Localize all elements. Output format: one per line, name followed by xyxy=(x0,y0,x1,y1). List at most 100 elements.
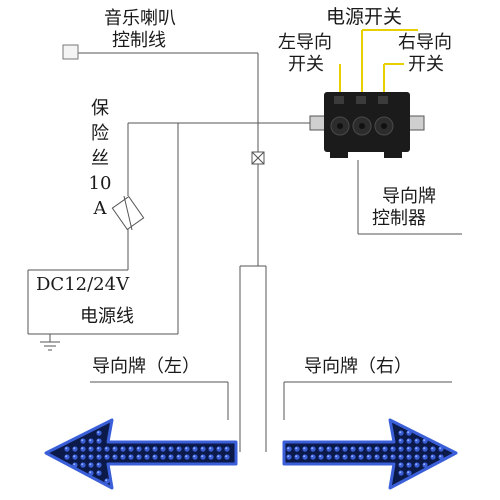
led-dot xyxy=(72,454,78,460)
led-dot xyxy=(398,446,404,452)
led-dot xyxy=(334,446,340,452)
led-dot-highlight xyxy=(105,455,108,458)
led-dot xyxy=(80,462,86,468)
led-dot xyxy=(326,446,332,452)
led-dot-highlight xyxy=(97,463,100,466)
led-dot xyxy=(144,454,150,460)
led-dot-highlight xyxy=(201,447,204,450)
led-dot xyxy=(310,446,316,452)
led-dot-highlight xyxy=(423,447,426,450)
led-dot-highlight xyxy=(209,455,212,458)
led-dot-highlight xyxy=(319,447,322,450)
knob-icon xyxy=(330,116,350,136)
led-dot-highlight xyxy=(391,455,394,458)
led-dot xyxy=(430,446,436,452)
led-dot xyxy=(422,438,428,444)
led-dot-highlight xyxy=(153,455,156,458)
led-dot xyxy=(80,454,86,460)
knob-icon xyxy=(374,116,394,136)
led-dot-highlight xyxy=(177,455,180,458)
led-dot xyxy=(294,446,300,452)
led-dot-highlight xyxy=(407,455,410,458)
led-dot-highlight xyxy=(407,439,410,442)
led-dot xyxy=(390,446,396,452)
led-dot-highlight xyxy=(65,455,68,458)
led-dot xyxy=(406,446,412,452)
led-dot-highlight xyxy=(351,447,354,450)
led-dot-highlight xyxy=(303,447,306,450)
led-dot-highlight xyxy=(145,447,148,450)
led-dot-highlight xyxy=(399,447,402,450)
led-dot xyxy=(128,454,134,460)
led-dot xyxy=(358,454,364,460)
led-dot-highlight xyxy=(287,455,290,458)
led-dot xyxy=(96,438,102,444)
led-dot xyxy=(406,438,412,444)
speaker-wire-label: 音乐喇叭 控制线 xyxy=(104,8,176,51)
led-dot-highlight xyxy=(201,455,204,458)
led-dot xyxy=(200,454,206,460)
led-dot-highlight xyxy=(97,431,100,434)
power-switch-label: 电源开关 xyxy=(326,6,403,28)
led-dot xyxy=(88,446,94,452)
led-dot-highlight xyxy=(81,455,84,458)
led-dot xyxy=(430,454,436,460)
ground-icon xyxy=(40,334,60,351)
led-dot-highlight xyxy=(217,455,220,458)
led-dot xyxy=(104,446,110,452)
led-dot-highlight xyxy=(359,455,362,458)
led-dot xyxy=(88,454,94,460)
led-dot xyxy=(72,462,78,468)
led-dot xyxy=(72,446,78,452)
led-dot xyxy=(176,454,182,460)
led-dot-highlight xyxy=(105,447,108,450)
led-dot-highlight xyxy=(383,455,386,458)
led-dot xyxy=(112,454,118,460)
led-dot-highlight xyxy=(327,455,330,458)
led-dot xyxy=(406,470,412,476)
led-dot xyxy=(438,454,444,460)
led-dot xyxy=(88,438,94,444)
led-dot-highlight xyxy=(415,439,418,442)
led-dot xyxy=(334,454,340,460)
led-dot xyxy=(406,454,412,460)
led-dot xyxy=(398,430,404,436)
led-dot-highlight xyxy=(193,455,196,458)
led-dot-highlight xyxy=(81,439,84,442)
led-dot xyxy=(160,446,166,452)
led-dot xyxy=(96,446,102,452)
led-dot xyxy=(96,470,102,476)
led-dot-highlight xyxy=(407,471,410,474)
led-dot xyxy=(168,446,174,452)
led-dot xyxy=(176,446,182,452)
right-arrow-icon xyxy=(282,418,458,490)
led-dot-highlight xyxy=(145,455,148,458)
led-dot xyxy=(382,454,388,460)
led-dot xyxy=(144,446,150,452)
led-dot xyxy=(88,470,94,476)
led-dot-highlight xyxy=(193,447,196,450)
led-dot-highlight xyxy=(359,447,362,450)
led-dot xyxy=(120,454,126,460)
led-dot xyxy=(406,462,412,468)
led-dot xyxy=(358,446,364,452)
led-dot-highlight xyxy=(121,455,124,458)
led-dot-highlight xyxy=(343,447,346,450)
led-dot-highlight xyxy=(319,455,322,458)
led-dot-highlight xyxy=(335,455,338,458)
led-dot xyxy=(414,454,420,460)
left-switch-label: 左导向 开关 xyxy=(278,32,332,75)
led-dot xyxy=(318,446,324,452)
controller-label: 导向牌 控制器 xyxy=(372,186,436,229)
led-dot-highlight xyxy=(97,455,100,458)
led-dot-highlight xyxy=(177,447,180,450)
led-dot-highlight xyxy=(121,447,124,450)
led-dot-highlight xyxy=(415,463,418,466)
led-dot-highlight xyxy=(97,471,100,474)
led-dot-highlight xyxy=(295,455,298,458)
led-dot xyxy=(136,454,142,460)
led-dot-highlight xyxy=(407,431,410,434)
led-dot xyxy=(390,454,396,460)
